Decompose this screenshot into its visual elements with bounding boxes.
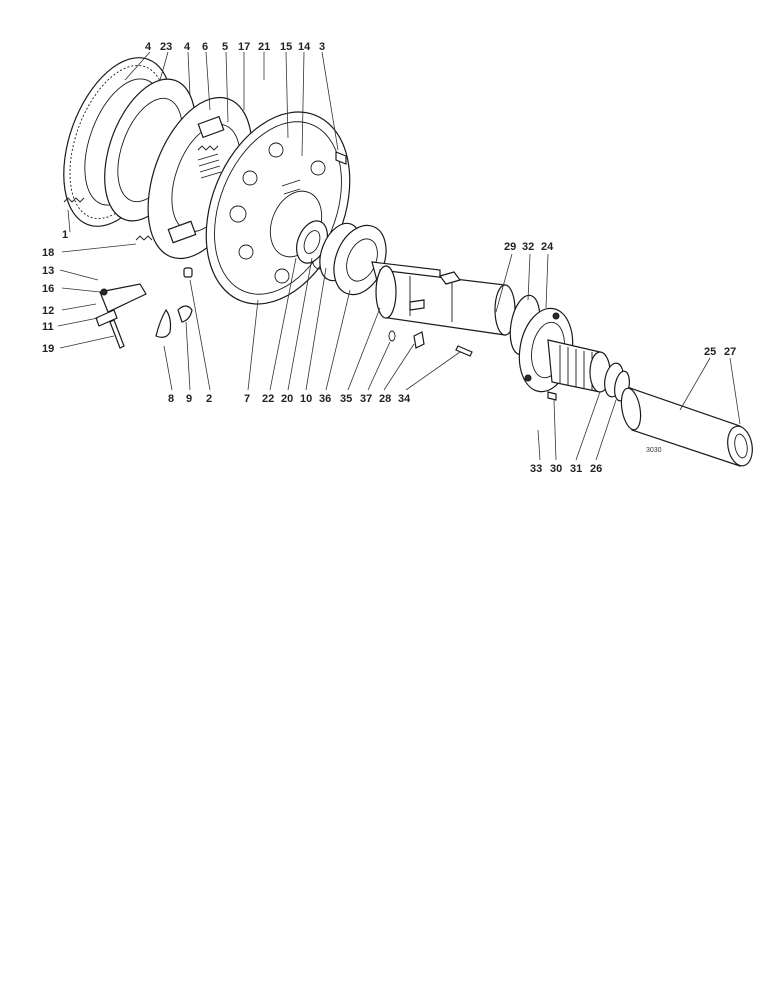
callout-8: 8	[168, 393, 174, 405]
callout-29: 29	[504, 241, 516, 253]
callout-23: 23	[160, 41, 172, 53]
callout-16: 16	[42, 283, 54, 295]
return-springs	[63, 145, 219, 241]
callout-13: 13	[42, 265, 54, 277]
callout-2: 2	[206, 393, 212, 405]
callout-21: 21	[258, 41, 270, 53]
callout-24: 24	[541, 241, 554, 253]
callout-25: 25	[704, 346, 716, 358]
callout-30: 30	[550, 463, 562, 475]
callout-22: 22	[262, 393, 274, 405]
callout-27: 27	[724, 346, 736, 358]
callout-11: 11	[42, 321, 54, 333]
outer-sleeve	[620, 387, 753, 467]
callout-19: 19	[42, 343, 54, 355]
callout-35: 35	[340, 393, 352, 405]
callout-18: 18	[42, 247, 54, 259]
callout-7: 7	[244, 393, 250, 405]
callout-33: 33	[530, 463, 542, 475]
callout-4b: 4	[184, 41, 191, 53]
callout-32: 32	[522, 241, 534, 253]
callout-3: 3	[319, 41, 325, 53]
leader-lines	[57, 51, 741, 461]
callout-4a: 4	[145, 41, 152, 53]
callout-9: 9	[186, 393, 192, 405]
callout-1: 1	[62, 229, 68, 241]
figure-reference: 3030	[646, 447, 662, 454]
callout-14: 14	[298, 41, 311, 53]
callout-26: 26	[590, 463, 602, 475]
callout-28: 28	[379, 393, 391, 405]
callout-31: 31	[570, 463, 582, 475]
callout-10: 10	[300, 393, 312, 405]
callout-36: 36	[319, 393, 331, 405]
callout-15: 15	[280, 41, 292, 53]
callout-34: 34	[398, 393, 411, 405]
splined-hub	[547, 339, 630, 402]
callout-37: 37	[360, 393, 372, 405]
release-bearing	[296, 220, 387, 296]
callout-6: 6	[202, 41, 208, 53]
small-hardware	[155, 151, 557, 401]
main-shaft	[371, 261, 516, 336]
callout-17: 17	[238, 41, 250, 53]
release-fork-lever	[95, 283, 147, 349]
callout-20: 20	[281, 393, 293, 405]
callout-5: 5	[222, 41, 228, 53]
callout-12: 12	[42, 305, 54, 317]
